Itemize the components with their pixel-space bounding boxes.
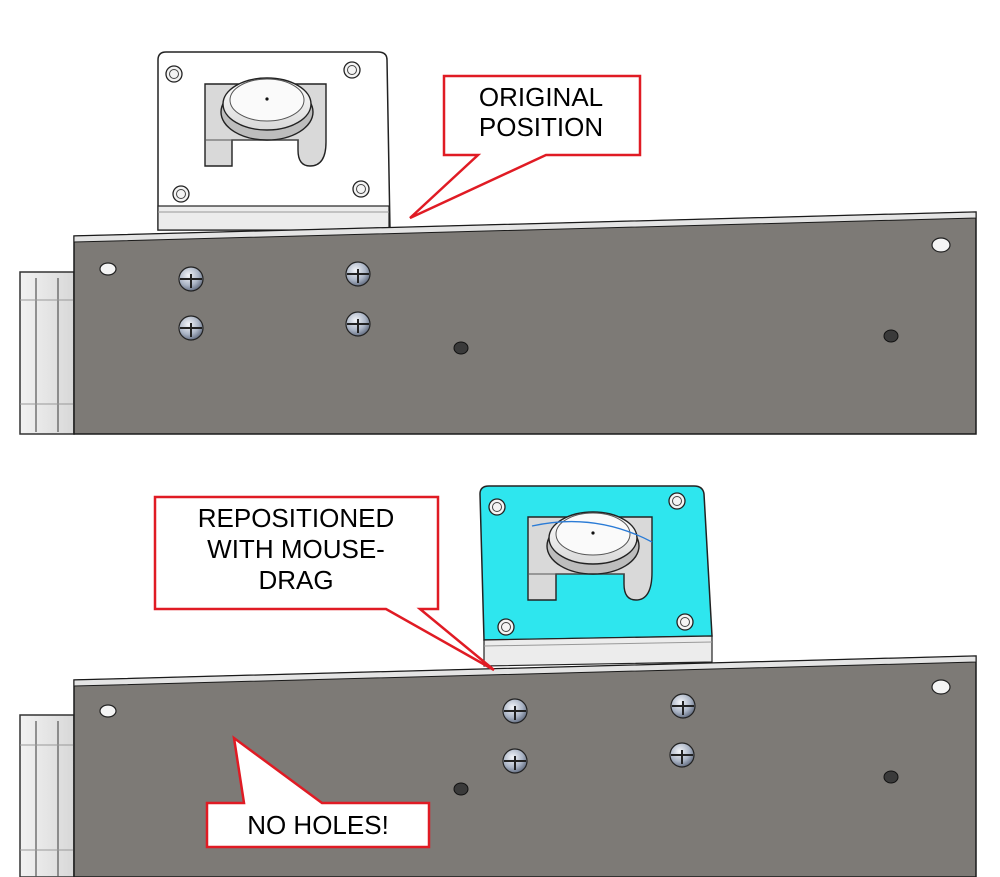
- screw: [345, 261, 371, 287]
- bracket-plate-original: [157, 51, 391, 231]
- panel-hole: [453, 782, 469, 796]
- knob: [531, 511, 653, 575]
- screw: [669, 742, 695, 768]
- panel-hole: [883, 329, 899, 343]
- panel-hole: [99, 704, 117, 718]
- plate-hole: [172, 185, 190, 203]
- side-stack: [19, 271, 75, 435]
- screw: [178, 315, 204, 341]
- callout-original-line2: POSITION: [479, 112, 603, 142]
- top-view: ORIGINAL POSITION: [19, 51, 977, 435]
- screw: [670, 693, 696, 719]
- knob: [220, 77, 314, 141]
- panel-hole: [883, 770, 899, 784]
- callout-repositioned-line3: DRAG: [258, 565, 333, 595]
- plate-hole: [676, 613, 694, 631]
- callout-repositioned-line1: REPOSITIONED: [198, 503, 394, 533]
- plate-hole: [488, 498, 506, 516]
- plate-hole: [497, 618, 515, 636]
- screw: [345, 311, 371, 337]
- gray-panel-top: [73, 211, 977, 435]
- plate-hole: [668, 492, 686, 510]
- screw: [178, 266, 204, 292]
- bracket-plate-repositioned: [479, 485, 713, 667]
- callout-no-holes-text: NO HOLES!: [247, 810, 389, 840]
- panel-hole: [453, 341, 469, 355]
- callout-repositioned-line2: WITH MOUSE-: [207, 534, 385, 564]
- screw: [502, 698, 528, 724]
- panel-hole: [99, 262, 117, 276]
- panel-hole: [931, 237, 951, 253]
- callout-repositioned: REPOSITIONED WITH MOUSE- DRAG: [153, 495, 495, 672]
- plate-hole: [343, 61, 361, 79]
- side-stack: [19, 714, 75, 877]
- callout-original-position: ORIGINAL POSITION: [409, 74, 642, 220]
- plate-hole: [165, 65, 183, 83]
- callout-no-holes: NO HOLES!: [205, 735, 431, 849]
- screw: [502, 748, 528, 774]
- plate-hole: [352, 180, 370, 198]
- callout-original-line1: ORIGINAL: [479, 82, 603, 112]
- bottom-view: REPOSITIONED WITH MOUSE- DRAG NO HOLES!: [19, 485, 977, 877]
- panel-hole: [931, 679, 951, 695]
